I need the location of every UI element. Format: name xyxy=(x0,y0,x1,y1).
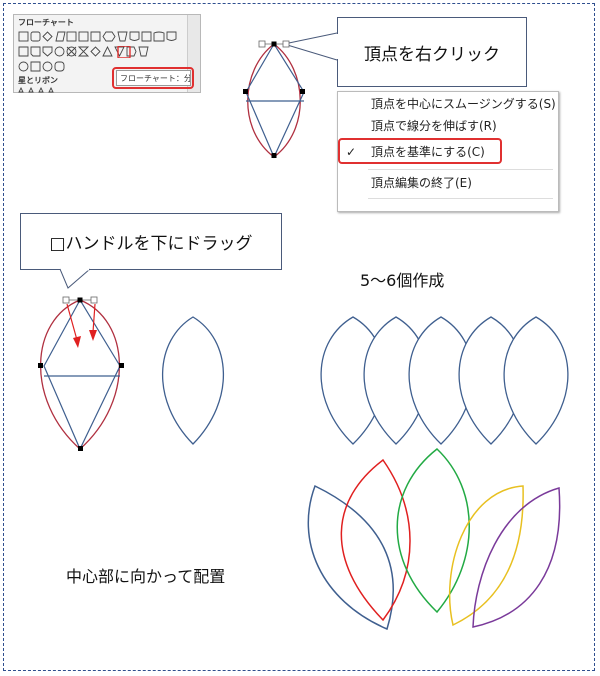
menu-item-corner-label: 頂点を基準にする(C) xyxy=(371,145,485,159)
drag-vertex-top[interactable] xyxy=(77,297,83,303)
callout-right-click-text: 頂点を右クリック xyxy=(364,44,500,65)
menu-separator xyxy=(368,169,553,170)
checkmark-icon: ✓ xyxy=(346,145,357,159)
petal-blue-rotated xyxy=(307,484,394,631)
callout-right-click-vertex: 頂点を右クリック xyxy=(337,17,527,87)
menu-item-extend-label: 頂点で線分を伸ばす(R) xyxy=(371,119,497,133)
drag-handle-left[interactable] xyxy=(62,296,70,304)
flowchart-shapes-row-2[interactable] xyxy=(18,46,178,58)
callout-drag-text: □ハンドルを下にドラッグ xyxy=(49,234,253,254)
callout-tails xyxy=(59,32,339,289)
menu-item-smooth-vertex[interactable]: 頂点を中心にスムージングする(S) xyxy=(338,92,558,116)
vertex-context-menu: 頂点を中心にスムージングする(S) 頂点で線分を伸ばす(R) ✓ 頂点を基準にす… xyxy=(337,91,559,212)
callout-drag-handle: □ハンドルを下にドラッグ xyxy=(20,213,282,270)
menu-item-highlight-ring xyxy=(338,138,502,164)
star-shape-icons[interactable] xyxy=(18,87,178,93)
flowchart-section-heading: フローチャート xyxy=(18,18,74,27)
petal-green xyxy=(396,448,470,614)
menu-item-smooth-label: 頂点を中心にスムージングする(S) xyxy=(371,97,556,111)
stars-ribbons-heading: 星とリボン xyxy=(18,76,58,85)
vertex-point-top[interactable] xyxy=(271,41,277,47)
vertex-edit-shape-drag[interactable] xyxy=(38,296,124,451)
flowchart-shape-icons[interactable] xyxy=(18,31,178,43)
flowchart-shape-icons-2[interactable] xyxy=(18,46,178,58)
petal-purple xyxy=(472,487,561,628)
page-frame xyxy=(3,3,595,671)
drag-handle-right[interactable] xyxy=(90,296,98,304)
bezier-handle-right[interactable] xyxy=(282,40,290,48)
flowchart-shapes-row-1[interactable] xyxy=(18,31,178,43)
petals-arranged-center[interactable] xyxy=(307,448,561,631)
shape-tooltip: フローチャート：分類 xyxy=(116,70,191,86)
vertex-edit-shape-top[interactable] xyxy=(243,40,305,159)
drag-vertex-left[interactable] xyxy=(38,363,43,368)
vertex-point-right[interactable] xyxy=(300,89,305,94)
menu-item-extend-segment[interactable]: 頂点で線分を伸ばす(R) xyxy=(338,114,558,138)
caption-make-copies: 5～6個作成 xyxy=(360,271,445,290)
drag-vertex-right[interactable] xyxy=(119,363,124,368)
petal-shape-single[interactable] xyxy=(162,316,224,445)
tooltip-highlight-ring xyxy=(112,67,194,89)
drag-arrow-icons xyxy=(66,303,97,348)
stars-shapes-row[interactable] xyxy=(18,87,178,93)
menu-item-exit-edit-points[interactable]: 頂点編集の終了(E) xyxy=(338,171,558,195)
petal-copies-row[interactable] xyxy=(320,316,569,445)
menu-bottom-separator xyxy=(368,198,553,199)
bezier-handle-left[interactable] xyxy=(258,40,266,48)
menu-item-corner-vertex[interactable]: ✓ 頂点を基準にする(C) xyxy=(338,140,558,164)
vertex-point-bottom[interactable] xyxy=(271,153,277,158)
vertex-point-left[interactable] xyxy=(243,89,248,94)
menu-item-exit-label: 頂点編集の終了(E) xyxy=(371,176,472,190)
flowchart-shapes-row-3[interactable] xyxy=(18,61,178,73)
petal-red xyxy=(340,458,411,622)
flowchart-shape-icons-3[interactable] xyxy=(18,61,178,73)
petal-yellow xyxy=(448,485,524,627)
caption-arrange-center: 中心部に向かって配置 xyxy=(66,567,226,586)
drag-vertex-bottom[interactable] xyxy=(78,446,83,451)
